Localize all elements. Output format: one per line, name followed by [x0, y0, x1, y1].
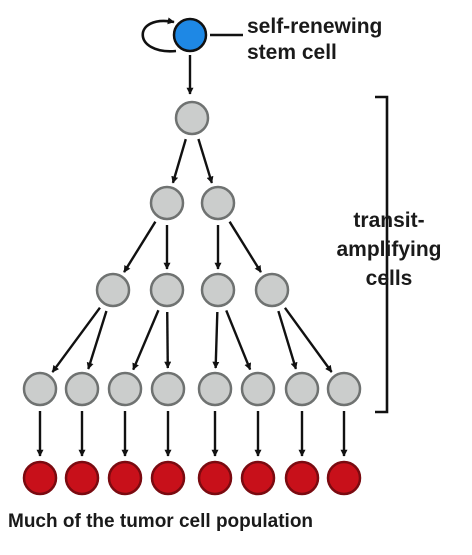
arrow-level2-to-level3-0-0 [123, 221, 157, 273]
transit-amplifying-cell [326, 371, 362, 407]
transit-amplifying-cell [197, 371, 233, 407]
tumor-cell [240, 460, 276, 496]
tumor-cell [150, 460, 186, 496]
arrow-level3-to-level4-0-1 [86, 310, 108, 370]
transit-label-line3: cells [365, 267, 413, 290]
tumor-population-caption: Much of the tumor cell population [8, 511, 314, 532]
transit-amplifying-cell [200, 185, 236, 221]
arrow-level3-to-level4-1-0 [132, 309, 160, 371]
arrow-level3-to-level4-0-0 [51, 306, 101, 373]
stem-cell-label-line2: stem cell [247, 41, 337, 64]
stem-cell [172, 17, 208, 53]
transit-amplifying-cell [22, 371, 58, 407]
arrow-level3-to-level4-2-1 [225, 309, 252, 371]
tumor-cell [22, 460, 58, 496]
transit-amplifying-cell [284, 371, 320, 407]
arrow-level1-to-level2-0-1 [197, 138, 214, 184]
transit-amplifying-cell [200, 272, 236, 308]
arrow-level3-to-level4-1-1 [164, 311, 172, 369]
transit-label-line2: amplifying [336, 238, 442, 261]
transit-amplifying-cell [150, 371, 186, 407]
transit-label-line1: transit- [353, 209, 425, 232]
transit-amplifying-label: transit- amplifying cells [318, 206, 460, 293]
transit-amplifying-cell [107, 371, 143, 407]
self-renewal-loop-arrow [141, 17, 177, 53]
tumor-cell [107, 460, 143, 496]
transit-amplifying-cell [174, 100, 210, 136]
transit-amplifying-bracket [375, 95, 389, 414]
stem-cell-label: self-renewing stem cell [247, 14, 382, 66]
tumor-cell [326, 460, 362, 496]
arrow-level3-to-level4-3-1 [283, 307, 333, 373]
tumor-cell [284, 460, 320, 496]
transit-amplifying-cell [240, 371, 276, 407]
arrow-level3-to-level4-2-0 [212, 311, 220, 369]
stem-cell-label-line1: self-renewing [247, 15, 383, 38]
arrow-level1-to-level2-0-0 [171, 138, 187, 184]
transit-amplifying-cell [254, 272, 290, 308]
arrow-level3-to-level4-3-0 [277, 310, 298, 370]
arrow-level2-to-level3-1-1 [228, 221, 262, 273]
tumor-cell [64, 460, 100, 496]
transit-amplifying-cell [149, 272, 185, 308]
transit-amplifying-cell [64, 371, 100, 407]
tumor-cell [197, 460, 233, 496]
transit-amplifying-cell [149, 185, 185, 221]
transit-amplifying-cell [95, 272, 131, 308]
